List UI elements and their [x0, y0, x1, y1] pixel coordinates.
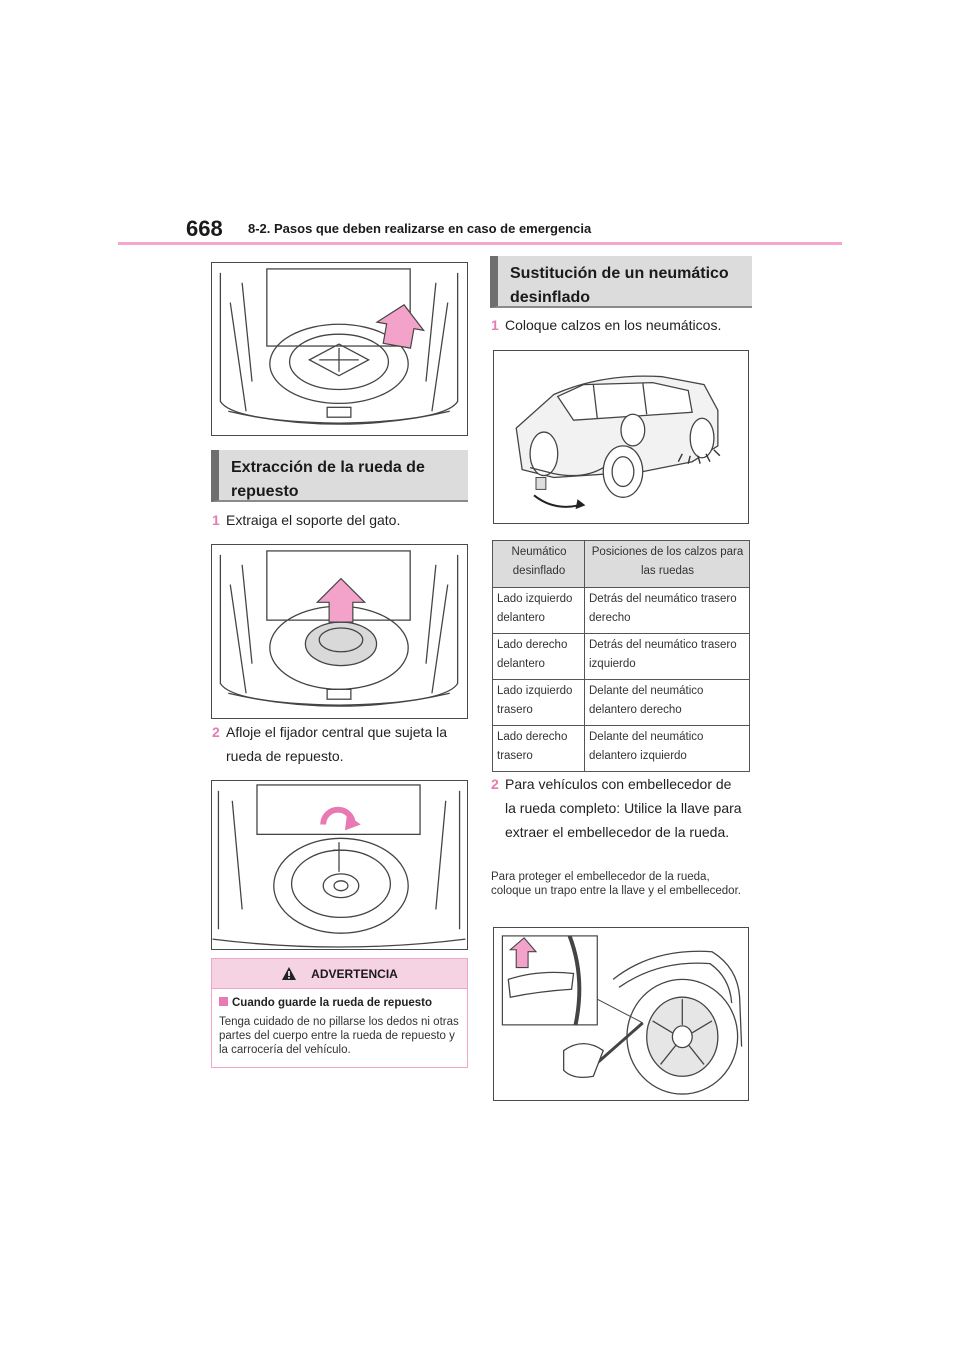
- table-cell: Delante del neumático delantero izquierd…: [584, 725, 750, 772]
- section-title-spare-removal: Extracción de la rueda de repuesto: [211, 450, 468, 502]
- table-row: Lado derecho delantero Detrás del neumát…: [492, 633, 750, 680]
- warning-body: Tenga cuidado de no pillarse los dedos n…: [219, 1016, 459, 1056]
- warning-box: ADVERTENCIA Cuando guarde la rueda de re…: [211, 958, 468, 1068]
- step-number: 1: [212, 512, 220, 528]
- header-rule: [118, 242, 842, 245]
- pink-square-bullet-icon: [219, 997, 228, 1006]
- table-cell: Lado derecho delantero: [492, 633, 585, 680]
- table-cell: Lado derecho trasero: [492, 725, 585, 772]
- table-header-cell: Posiciones de los calzos para las ruedas: [584, 540, 750, 588]
- chapter-title: 8-2. Pasos que deben realizarse en caso …: [248, 221, 592, 236]
- warning-subtitle: Cuando guarde la rueda de repuesto: [219, 997, 467, 1009]
- car-chocks-illustration: [515, 375, 721, 510]
- step-number: 2: [212, 724, 220, 740]
- central-fastener-illustration: [212, 784, 466, 948]
- table-row: Lado derecho trasero Delante del neumáti…: [492, 725, 750, 772]
- table-cell: Detrás del neumático trasero izquierdo: [584, 633, 750, 680]
- wheel-cap-note: Para proteger el embellecedor de la rued…: [491, 871, 741, 897]
- table-cell: Delante del neumático delantero derecho: [584, 679, 750, 726]
- warning-header: ADVERTENCIA: [212, 959, 467, 989]
- table-row: Lado izquierdo trasero Delante del neumá…: [492, 679, 750, 726]
- table-row: Lado izquierdo delantero Detrás del neum…: [492, 587, 750, 634]
- wheel-cover-removal-figure: [493, 927, 749, 1101]
- section-title-flat-tire: Sustitución de un neumático desinflado: [490, 256, 752, 308]
- trunk-jack-illustration: [219, 268, 459, 425]
- car-chocks-figure: [493, 350, 749, 524]
- warning-triangle-icon: [282, 967, 297, 980]
- step-number: 2: [491, 776, 499, 792]
- chock-positions-table: Neumático desinflado Posiciones de los c…: [492, 540, 750, 772]
- table-header-row: Neumático desinflado Posiciones de los c…: [492, 540, 750, 588]
- spare-holder-illustration: [219, 550, 459, 707]
- central-fastener-figure: [211, 780, 468, 950]
- table-cell: Detrás del neumático trasero derecho: [584, 587, 750, 634]
- table-header-cell: Neumático desinflado: [492, 540, 585, 588]
- page-number: 668: [186, 216, 223, 241]
- step-number: 1: [491, 317, 499, 333]
- wheel-cover-illustration: [501, 935, 743, 1095]
- trunk-jack-figure: [211, 262, 468, 436]
- trunk-spare-holder-figure: [211, 544, 468, 719]
- table-cell: Lado izquierdo delantero: [492, 587, 585, 634]
- table-cell: Lado izquierdo trasero: [492, 679, 585, 726]
